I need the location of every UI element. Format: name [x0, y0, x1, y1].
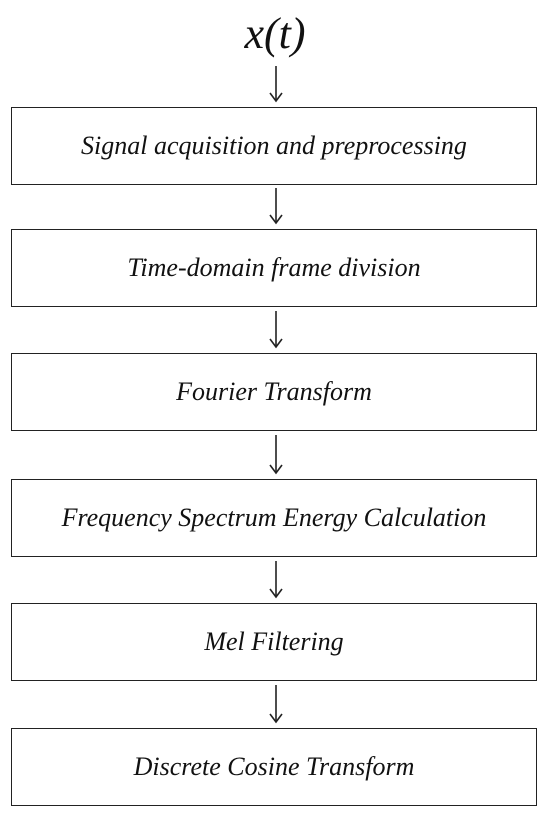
step-box-signal-acquisition: Signal acquisition and preprocessing — [11, 107, 537, 185]
input-signal-label: x(t) — [244, 9, 306, 58]
step-box-frame-division: Time-domain frame division — [11, 229, 537, 307]
arrow-step-5-to-step-6 — [269, 685, 283, 724]
step-box-discrete-cosine-transform: Discrete Cosine Transform — [11, 728, 537, 806]
arrow-step-2-to-step-3 — [269, 311, 283, 349]
step-box-spectrum-energy: Frequency Spectrum Energy Calculation — [11, 479, 537, 557]
arrow-step-1-to-step-2 — [269, 188, 283, 225]
step-label: Fourier Transform — [176, 377, 372, 406]
step-box-fourier-transform: Fourier Transform — [11, 353, 537, 431]
step-label: Signal acquisition and preprocessing — [81, 131, 467, 160]
arrow-step-3-to-step-4 — [269, 435, 283, 475]
step-label: Frequency Spectrum Energy Calculation — [61, 503, 487, 532]
step-label: Time-domain frame division — [127, 253, 421, 282]
step-label: Discrete Cosine Transform — [133, 752, 415, 781]
arrow-step-4-to-step-5 — [269, 561, 283, 599]
arrow-input-to-step-1 — [269, 66, 283, 103]
step-box-mel-filtering: Mel Filtering — [11, 603, 537, 681]
step-label: Mel Filtering — [204, 627, 344, 656]
